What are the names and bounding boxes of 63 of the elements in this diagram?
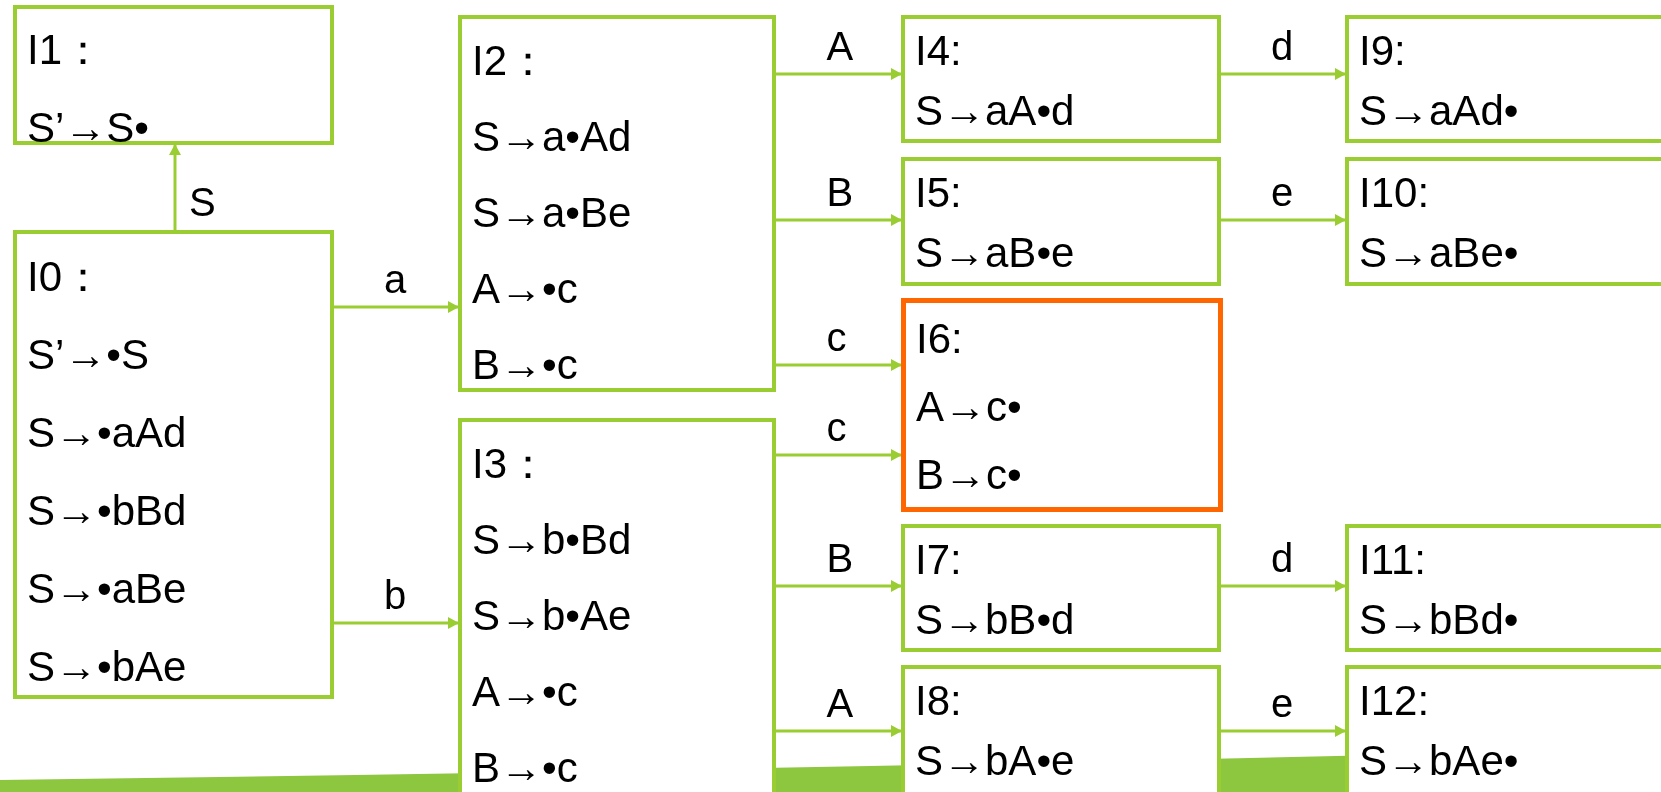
transition-arrow: [776, 359, 902, 371]
state-heading: I1：: [27, 25, 106, 75]
lr-item: S→bB•d: [915, 595, 1076, 645]
lr-item: S→•aBe: [27, 564, 188, 614]
state-box: [458, 15, 776, 392]
transition-arrow: [1221, 580, 1346, 592]
lr-item: S→bAe•: [1359, 736, 1520, 786]
lr-item: B→c•: [916, 450, 1023, 500]
state-box: [13, 5, 334, 145]
state-heading: I7:: [915, 535, 963, 585]
state-box: [901, 665, 1221, 792]
state-heading: I4:: [915, 26, 963, 76]
lr-item: S→a•Ad: [472, 112, 633, 162]
transition-arrow: [1221, 725, 1346, 737]
lr-item: S’→•S: [27, 330, 151, 380]
transition-arrow: [776, 725, 902, 737]
lr-item: S→•bAe: [27, 642, 188, 692]
state-heading: I11:: [1359, 535, 1427, 585]
lr-item: S→•bBd: [27, 486, 188, 536]
state-heading: I2：: [472, 36, 551, 86]
state-heading: I6:: [916, 314, 964, 364]
state-heading: I9:: [1359, 26, 1407, 76]
lr-item: S→aA•d: [915, 86, 1076, 136]
lr-item: S→aAd•: [1359, 86, 1520, 136]
transition-arrow: [334, 617, 459, 629]
lr-item: S→aBe•: [1359, 228, 1520, 278]
lr-item: S→aB•e: [915, 228, 1076, 278]
lr-item: S→b•Ae: [472, 591, 633, 641]
state-box: [1345, 665, 1661, 792]
lr-item: S→•aAd: [27, 408, 188, 458]
transition-arrow: [776, 214, 902, 226]
lr-item: A→•c: [472, 667, 579, 717]
state-heading: I10:: [1359, 168, 1431, 218]
state-box: [1345, 524, 1661, 652]
state-box: [1345, 15, 1661, 143]
state-box: [901, 298, 1223, 512]
lr-item: A→c•: [916, 382, 1023, 432]
state-box: [901, 524, 1221, 652]
state-heading: I8:: [915, 676, 963, 726]
transition-arrow: [776, 68, 902, 80]
lr-item: S→bBd•: [1359, 595, 1520, 645]
state-heading: I3：: [472, 439, 551, 489]
state-heading: I0：: [27, 252, 106, 302]
transition-arrow: [1221, 214, 1346, 226]
transition-arrow: [169, 144, 181, 230]
state-box: [901, 15, 1221, 143]
lr-item: S→bA•e: [915, 736, 1076, 786]
transition-arrow: [1221, 68, 1346, 80]
state-box: [1345, 157, 1661, 286]
transition-arrow: [776, 449, 902, 461]
transition-arrow: [334, 301, 459, 313]
state-box: [458, 418, 776, 792]
state-box: [13, 230, 334, 699]
state-box: [901, 157, 1221, 286]
lr-item: A→•c: [472, 264, 579, 314]
state-heading: I5:: [915, 168, 963, 218]
state-heading: I12:: [1359, 676, 1431, 726]
lr-item: B→•c: [472, 340, 579, 390]
transition-arrow: [776, 580, 902, 592]
lr-item: S→b•Bd: [472, 515, 633, 565]
lr-item: S→a•Be: [472, 188, 633, 238]
lr-item: B→•c: [472, 743, 579, 792]
lr-item: S’→S•: [27, 103, 151, 153]
